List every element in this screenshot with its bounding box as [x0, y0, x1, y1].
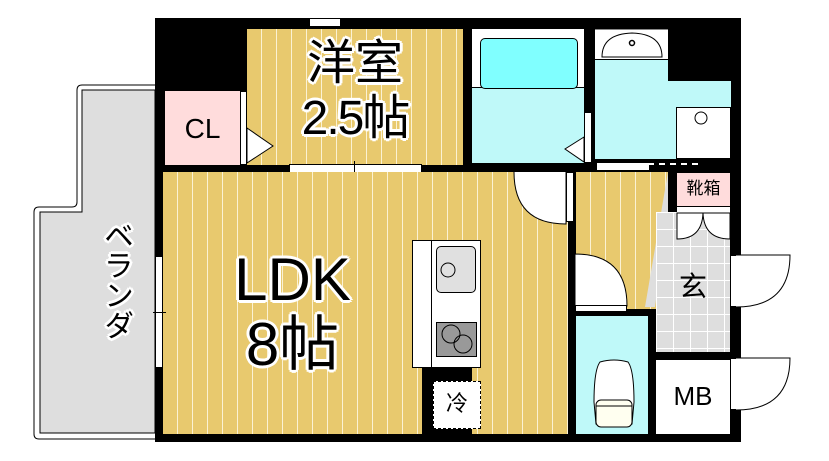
ldk: [163, 172, 568, 434]
window-western-top: [309, 18, 341, 27]
western-room-size: 2.5帖: [301, 92, 411, 145]
western-room-name: 洋室: [306, 37, 403, 90]
counter-divider: [431, 240, 432, 368]
ldk-size: 8帖: [245, 311, 340, 378]
sliding-door-divider: [354, 161, 355, 176]
shoe-cabinet: [677, 173, 730, 206]
ldk-name: LDK: [234, 246, 351, 313]
washroom-wall-block: [668, 29, 731, 81]
toilet-icon: [593, 359, 635, 428]
entrance-label: 玄: [678, 271, 707, 302]
meter-box: [656, 360, 730, 434]
washroom-curtain: [648, 163, 698, 165]
bathroom-door[interactable]: [584, 112, 592, 163]
closet: [165, 91, 240, 165]
meter-box-label: MB: [673, 381, 713, 411]
window-ldk-divider: [153, 312, 166, 313]
closet-door-arrow-icon: [246, 127, 274, 164]
bathroom-door-arrow-icon: [564, 136, 585, 163]
ldk-door-frame: [566, 172, 574, 222]
shoe-cabinet-front: [677, 206, 730, 213]
washroom-sliding-door[interactable]: [597, 162, 649, 170]
toilet-door-frame: [575, 305, 627, 312]
refrigerator: [433, 381, 481, 429]
burner-icon: [441, 324, 473, 354]
shoe-cabinet-doors-icon[interactable]: [676, 212, 731, 243]
front-door-icon[interactable]: [735, 254, 792, 311]
closet-label: CL: [184, 113, 221, 144]
western-room: [247, 29, 463, 165]
stove[interactable]: [436, 322, 477, 357]
meter-box-door-icon[interactable]: [735, 357, 792, 414]
washbasin-icon: [601, 32, 663, 58]
refrigerator-label: 冷: [445, 391, 468, 416]
bathtub: [480, 38, 578, 89]
toilet-door-icon[interactable]: [574, 253, 631, 310]
shoe-cabinet-label: 靴箱: [686, 179, 721, 198]
ldk-door-icon[interactable]: [512, 171, 570, 230]
closet-door[interactable]: [240, 91, 247, 165]
balcony-label: ベランダ: [99, 220, 132, 340]
sink-drain-icon: [440, 262, 456, 278]
drain-icon: [694, 111, 708, 125]
